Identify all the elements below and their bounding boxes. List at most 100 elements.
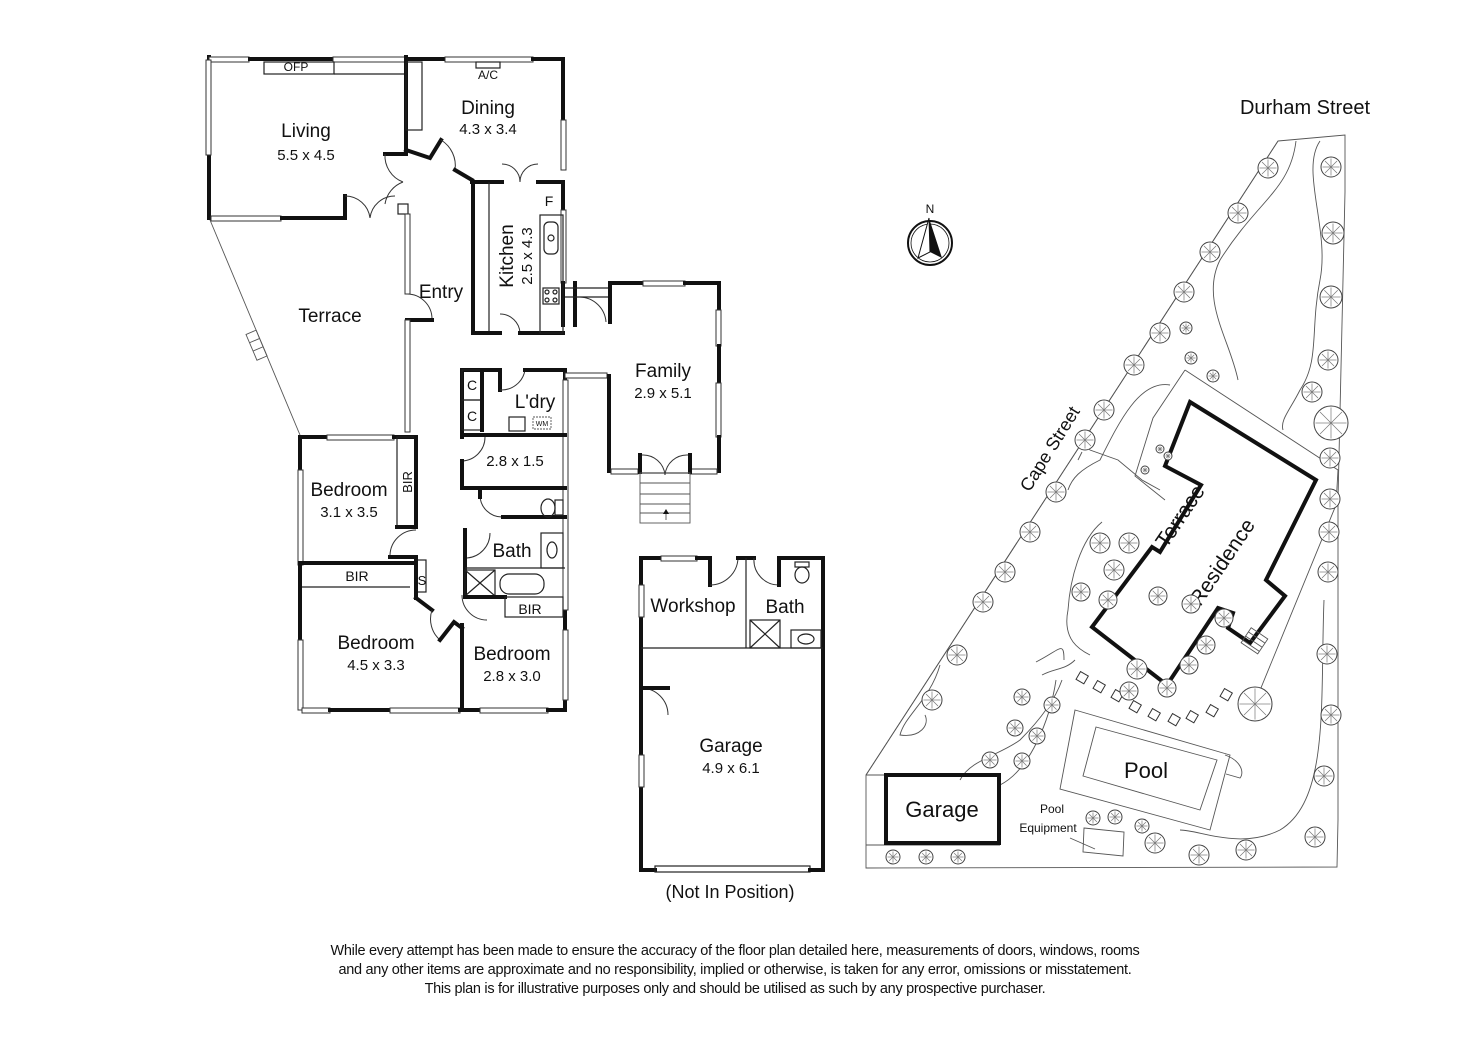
tree-branch (1092, 817, 1098, 823)
tree-branch (1326, 647, 1334, 655)
tree-branch (1188, 664, 1195, 671)
bedroom-2 (297, 561, 465, 714)
tree-branch (1327, 353, 1335, 361)
pool-equipment: Pool Equipment (1019, 802, 1125, 857)
tree-branch (1010, 727, 1016, 733)
tree-branch (1321, 359, 1329, 367)
tree-branch (1323, 457, 1331, 465)
tree-branch (1017, 756, 1023, 762)
bir-strip (298, 558, 435, 613)
tree-branch (1161, 682, 1168, 689)
tree-branch (1010, 723, 1016, 729)
fixture-ac: A/C (478, 68, 498, 82)
tree-branch (976, 601, 984, 609)
tree-branch (1137, 821, 1143, 827)
tree-branch (1243, 692, 1256, 705)
tree-branch (1218, 617, 1225, 624)
tree-branch (1051, 700, 1057, 706)
tree-branch (989, 755, 995, 761)
tree-branch (892, 852, 898, 858)
tree-branch (1017, 760, 1023, 766)
tree-branch (1127, 358, 1135, 366)
tree-branch (1267, 167, 1275, 175)
tree-branch (1136, 662, 1144, 670)
tree-branch (1330, 708, 1338, 716)
tree-branch (1021, 756, 1027, 762)
tree-branch (1190, 357, 1195, 362)
tree-branch (1329, 457, 1337, 465)
tree-branch (1317, 775, 1325, 783)
tree-branch (1130, 668, 1138, 676)
tree-branch (1133, 358, 1141, 366)
pool: Pool (1059, 709, 1243, 831)
tree-branch (1267, 161, 1275, 169)
tree-branch (1321, 571, 1329, 579)
tree-branch (1326, 226, 1334, 234)
tree-branch (956, 654, 964, 662)
fixture-bir-bedroom-3: BIR (518, 601, 541, 617)
tree-branch (1114, 816, 1120, 822)
tree-branch (1330, 714, 1338, 722)
tree-branch (1203, 251, 1211, 259)
tree-branch (1319, 422, 1332, 435)
tree-branch (1075, 591, 1082, 598)
tree-branch (1088, 817, 1094, 823)
disclaimer-line-1: While every attempt has been made to ens… (330, 943, 1140, 959)
tree-branch (1047, 700, 1053, 706)
tree-branch (1187, 357, 1192, 362)
tree-branch (1330, 411, 1343, 424)
room-name-garage: Garage (699, 736, 762, 757)
north-compass: N (907, 202, 953, 266)
fixture-ofp: OFP (284, 60, 309, 74)
tree-branch (1218, 612, 1225, 619)
tree-branch (1332, 232, 1340, 240)
tree-branch (1209, 375, 1214, 380)
tree-branch (1190, 354, 1195, 359)
tree-branch (1330, 422, 1343, 435)
tree-branch (1103, 409, 1111, 417)
tree-branch (1327, 565, 1335, 573)
tree-branch (1317, 769, 1325, 777)
tree-branch (1308, 830, 1316, 838)
dining-room (403, 56, 567, 184)
tree-branch (1029, 531, 1037, 539)
site-label-residence: Residence (1185, 515, 1260, 610)
room-name-bedroom-1: Bedroom (310, 480, 387, 501)
tree-branch (1102, 599, 1109, 606)
tree-branch (1103, 403, 1111, 411)
tree-branch (1148, 836, 1156, 844)
tree-branch (1093, 536, 1101, 544)
tree-branch (1322, 531, 1330, 539)
tree-branch (1122, 536, 1130, 544)
tree-branch (1029, 525, 1037, 533)
tree-branch (1254, 703, 1267, 716)
tree-branch (925, 856, 931, 862)
tree-branch (1177, 285, 1185, 293)
tree-branch (1133, 364, 1141, 372)
tree-branch (1153, 332, 1161, 340)
tree-branch (1190, 603, 1197, 610)
tree-branch (950, 648, 958, 656)
tree-branch (1167, 453, 1171, 457)
tree-branch (1136, 668, 1144, 676)
tree-branch (1078, 433, 1086, 441)
residence-outline (1089, 399, 1319, 688)
tree-branch (985, 755, 991, 761)
tree-branch (1128, 536, 1136, 544)
tree-branch (1327, 571, 1335, 579)
tree-branch (1198, 854, 1206, 862)
tree-branch (1324, 290, 1332, 298)
tree-branch (953, 852, 959, 858)
tree-branch (1323, 775, 1331, 783)
room-name-terrace: Terrace (298, 306, 361, 327)
tree-branch (1314, 830, 1322, 838)
tree-branch (1014, 723, 1020, 729)
bathroom (463, 486, 567, 618)
tree-branch (1324, 166, 1332, 174)
tree-branch (1023, 525, 1031, 533)
tree-branch (953, 856, 959, 862)
tree-branch (1148, 842, 1156, 850)
tree-branch (1328, 531, 1336, 539)
tree-branch (1123, 685, 1130, 692)
compass-north-label: N (926, 202, 935, 216)
